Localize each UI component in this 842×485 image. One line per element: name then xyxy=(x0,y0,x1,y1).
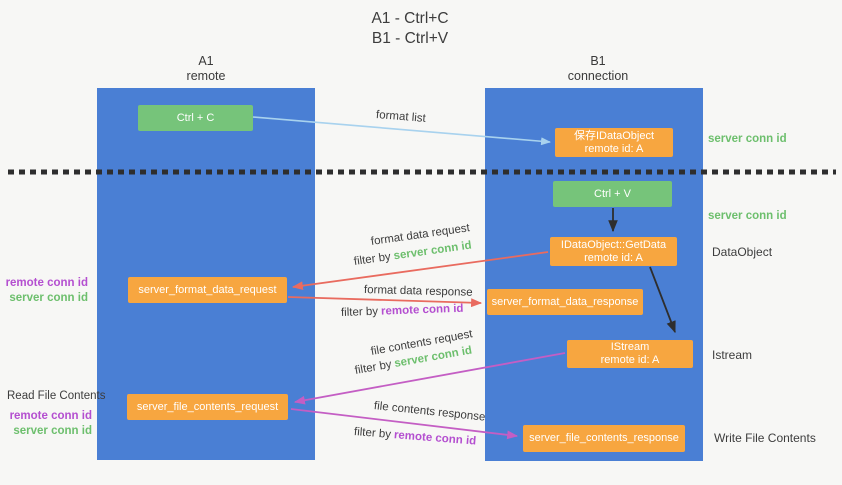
server-conn-id-text: server conn id xyxy=(9,292,88,304)
format-conn-id-annotation: remote conn id server conn id xyxy=(0,276,88,306)
remote-conn-id-text: remote conn id xyxy=(380,302,464,318)
server-file-contents-response-box: server_file_contents_response xyxy=(523,425,685,452)
getdata-line2: remote id: A xyxy=(584,251,643,264)
read-file-contents-label: Read File Contents xyxy=(7,390,106,402)
save-idataobject-line1: 保存IDataObject xyxy=(573,129,655,142)
ctrl-v-label: Ctrl + V xyxy=(594,187,631,200)
file-response-label: server_file_contents_response xyxy=(529,432,679,444)
save-idataobject-line2: remote id: A xyxy=(584,142,644,155)
ctrl-c-box: Ctrl + C xyxy=(138,105,253,131)
save-idataobject-box: 保存IDataObject remote id: A xyxy=(555,128,673,157)
filter-by-text: filter by xyxy=(353,250,392,268)
server-conn-id-text: server conn id xyxy=(13,425,92,437)
diagram-title: A1 - Ctrl+C B1 - Ctrl+V xyxy=(305,9,515,49)
server-file-contents-request-box: server_file_contents_request xyxy=(127,394,288,420)
dataobject-side-label: DataObject xyxy=(712,245,773,259)
format-response-label: server_format_data_response xyxy=(491,295,639,308)
file-contents-response-label: file contents response xyxy=(373,400,486,424)
remote-conn-id-text: remote conn id xyxy=(9,410,92,422)
server-conn-id-right-mid: server conn id xyxy=(708,210,787,222)
remote-conn-id-text: remote conn id xyxy=(5,277,88,289)
filter-by-text: filter by xyxy=(340,305,379,319)
remote-conn-id-text: remote conn id xyxy=(393,429,477,448)
server-format-data-response-box: server_format_data_response xyxy=(487,289,643,315)
server-format-data-request-box: server_format_data_request xyxy=(128,277,287,303)
column-a1-name: A1 xyxy=(198,54,214,68)
file-conn-id-annotation: remote conn id server conn id xyxy=(0,409,92,439)
getdata-line1: IDataObject::GetData xyxy=(560,238,667,251)
server-conn-id-right-top: server conn id xyxy=(708,133,787,145)
idataobject-getdata-box: IDataObject::GetData remote id: A xyxy=(550,237,677,266)
format-data-response-label: format data response xyxy=(363,284,473,299)
column-b1-name: B1 xyxy=(590,54,606,68)
column-b1-role: connection xyxy=(567,69,629,83)
filter-by-text: filter by xyxy=(353,426,392,441)
column-a1-role: remote xyxy=(186,69,226,83)
file-request-label: server_file_contents_request xyxy=(136,400,279,413)
column-header-b1: B1 connection xyxy=(538,54,658,84)
format-request-label: server_format_data_request xyxy=(138,283,277,296)
filter-by-text: filter by xyxy=(353,358,393,377)
istream-side-label: Istream xyxy=(712,348,753,362)
istream-line2: remote id: A xyxy=(600,354,660,366)
title-line-2: B1 - Ctrl+V xyxy=(371,30,449,47)
column-header-a1: A1 remote xyxy=(146,54,266,84)
title-line-1: A1 - Ctrl+C xyxy=(371,10,449,27)
format-list-label: format list xyxy=(375,109,427,125)
istream-line1: IStream xyxy=(610,341,650,353)
istream-box: IStream remote id: A xyxy=(567,340,693,368)
ctrl-v-box: Ctrl + V xyxy=(553,181,672,207)
ctrl-c-label: Ctrl + C xyxy=(176,111,215,124)
write-file-contents-label: Write File Contents xyxy=(714,431,816,445)
